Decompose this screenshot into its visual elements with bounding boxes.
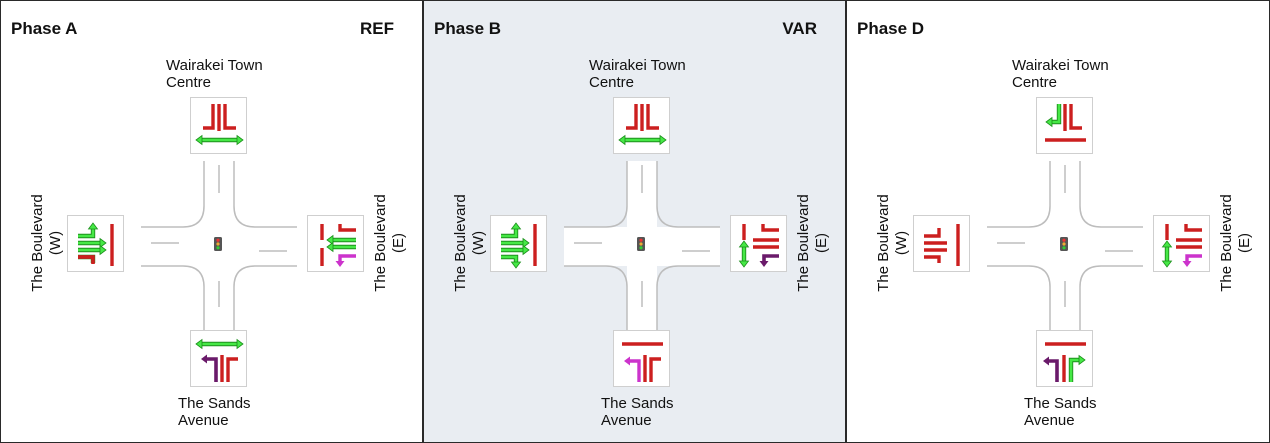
north-road-label: Wairakei Town Centre [166,57,263,91]
north-approach-movements [1036,97,1093,154]
east-road-label: The Boulevard (E) [795,178,835,308]
east-road-label: The Boulevard (E) [372,178,412,308]
north-label-line2: Centre [589,74,635,91]
east-approach-movements [730,215,787,272]
north-approach-movements [613,97,670,154]
west-label-line1: The Boulevard [452,194,469,292]
south-road-label: The Sands Avenue [601,395,674,429]
west-road-label: The Boulevard (W) [29,178,69,308]
east-label-line1: The Boulevard [795,194,812,292]
west-approach-green-movements-icon [501,222,537,269]
south-approach-stop-with-pedestrian-crossing-icon [195,338,244,382]
east-label-line1: The Boulevard [372,194,389,292]
phase-panel-b: Phase B VAR Wairakei Town Centr [423,0,846,443]
south-road-label: The Sands Avenue [1024,395,1097,429]
west-road-label: The Boulevard (W) [875,178,915,308]
south-label-line2: Avenue [1024,412,1075,429]
traffic-light-icon [214,237,222,256]
traffic-light-icon [637,237,645,256]
south-road-label: The Sands Avenue [178,395,251,429]
west-approach-movements [913,215,970,272]
phase-panel-d: Phase D Wairakei Town Centre The Sands A [846,0,1270,443]
south-approach-movements [613,330,670,387]
west-approach-movements [67,215,124,272]
east-approach-stop-with-pedestrian-icon [738,224,779,268]
traffic-light-icon [1060,237,1068,256]
west-label-line2: (W) [470,230,487,256]
east-label-line2: (E) [390,233,407,253]
north-label-line1: Wairakei Town [1012,57,1109,74]
north-approach-movements [190,97,247,154]
north-road-label: Wairakei Town Centre [589,57,686,91]
north-road-label: Wairakei Town Centre [1012,57,1109,91]
phase-tag: REF [360,19,394,38]
south-approach-green-turn-icon [1043,342,1086,382]
south-approach-stop-with-filter-turn-icon [622,342,663,382]
south-approach-movements [1036,330,1093,387]
phase-panel-a: Phase A REF Wairakei Town Centre The San… [0,0,423,443]
phase-tag: VAR [782,19,817,38]
east-approach-stop-with-pedestrian-icon [1161,224,1202,268]
west-label-line1: The Boulevard [29,194,46,292]
west-label-line2: (W) [47,230,64,256]
south-label-line1: The Sands [178,395,251,412]
phase-title: Phase D [857,19,925,38]
north-approach-green-turn-icon [1045,104,1086,142]
east-label-line2: (E) [813,233,830,253]
phase-title: Phase A [11,19,78,38]
east-label-line1: The Boulevard [1218,194,1235,292]
east-road-label: The Boulevard (E) [1218,178,1258,308]
north-label-line2: Centre [166,74,212,91]
east-approach-movements [307,215,364,272]
west-road-label: The Boulevard (W) [452,178,492,308]
south-label-line1: The Sands [1024,395,1097,412]
west-approach-movements [490,215,547,272]
intersection-roads [987,161,1143,331]
north-label-line1: Wairakei Town [166,57,263,74]
west-label-line1: The Boulevard [875,194,892,292]
south-label-line2: Avenue [178,412,229,429]
west-approach-stop-icon [924,224,960,266]
north-approach-stop-with-pedestrian-crossing-icon [195,104,244,146]
south-approach-movements [190,330,247,387]
phase-title: Phase B [434,19,502,38]
south-label-line1: The Sands [601,395,674,412]
north-approach-stop-with-pedestrian-crossing-icon [618,104,667,146]
east-approach-green-through-with-turn-icon [320,224,356,267]
west-label-line2: (W) [893,230,910,256]
north-label-line2: Centre [1012,74,1058,91]
north-label-line1: Wairakei Town [589,57,686,74]
west-approach-green-movements-icon [78,222,114,266]
east-approach-movements [1153,215,1210,272]
intersection-roads [141,161,297,331]
south-label-line2: Avenue [601,412,652,429]
east-label-line2: (E) [1236,233,1253,253]
